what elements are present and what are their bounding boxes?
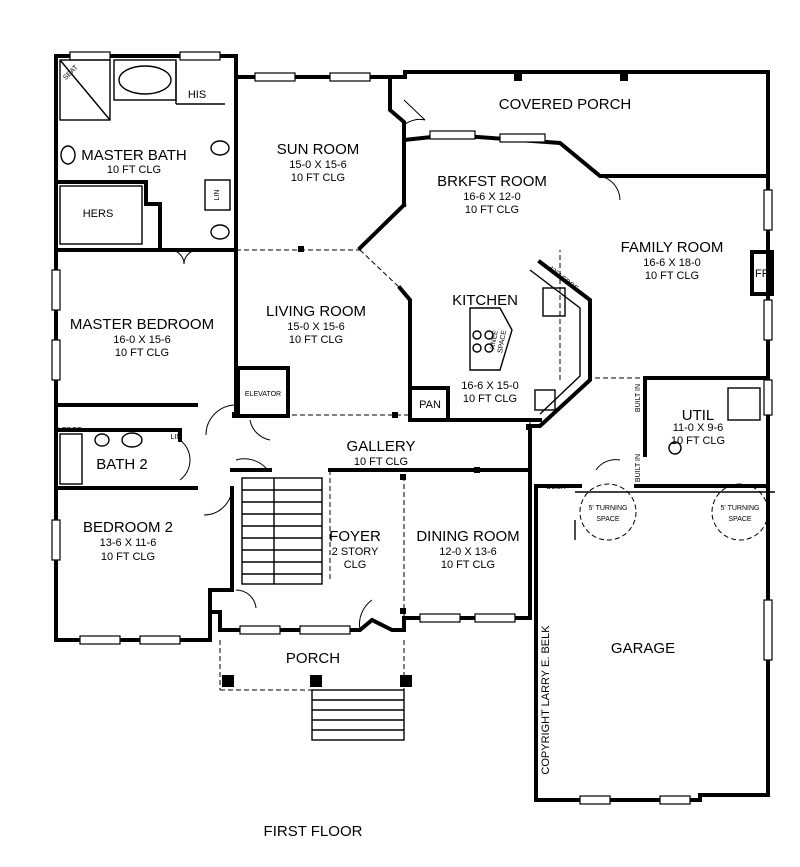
sun-room-name: SUN ROOM [277, 141, 360, 158]
fixtures [59, 59, 775, 541]
turning-2b-label: SPACE [728, 516, 752, 523]
bath-2-name: BATH 2 [96, 456, 147, 473]
ledge-label: LEDGE [58, 427, 82, 434]
gallery-name: GALLERY [347, 438, 416, 455]
windows [51, 51, 773, 805]
brkfst-room-name: BRKFST ROOM [437, 173, 547, 190]
kitchen-name: KITCHEN [452, 292, 518, 309]
built-in-2-label: BUILT IN [635, 454, 642, 482]
lin2-label: LIN [171, 434, 182, 441]
bedroom-2-clg: 10 FT CLG [101, 551, 155, 563]
stairs [241, 477, 323, 585]
util-dim: 11-0 X 9-6 [673, 422, 724, 434]
dining-room-name: DINING ROOM [416, 528, 519, 545]
porch-name: PORCH [286, 650, 340, 667]
foyer-name: FOYER [329, 528, 381, 545]
turning-1a-label: 5' TURNING [589, 505, 628, 512]
master-bath-name: MASTER BATH [81, 147, 187, 164]
family-room-dim: 16-6 X 18-0 [643, 257, 700, 269]
gallery-clg: 10 FT CLG [354, 456, 408, 468]
turning-2a-label: 5' TURNING [721, 505, 760, 512]
garage-name: GARAGE [611, 640, 675, 657]
doors [169, 99, 621, 631]
living-room-name: LIVING ROOM [266, 303, 366, 320]
master-bath-dim: 10 FT CLG [107, 164, 161, 176]
living-room-clg: 10 FT CLG [289, 334, 343, 346]
room-labels: MASTER BATH 10 FT CLG SUN ROOM 15-0 X 15… [70, 96, 725, 667]
his-label: HIS [188, 89, 206, 101]
util-clg: 10 FT CLG [671, 435, 725, 447]
dining-room-clg: 10 FT CLG [441, 559, 495, 571]
hers-label: HERS [83, 208, 114, 220]
bedroom-2-name: BEDROOM 2 [83, 519, 173, 536]
covered-porch-name: COVERED PORCH [499, 96, 632, 113]
living-room-dim: 15-0 X 15-6 [287, 321, 344, 333]
pan-label: PAN [419, 399, 441, 411]
family-room-name: FAMILY ROOM [621, 239, 724, 256]
built-in-1-label: BUILT IN [635, 384, 642, 412]
sun-room-dim: 15-0 X 15-6 [289, 159, 346, 171]
master-bedroom-clg: 10 FT CLG [115, 347, 169, 359]
sun-room-clg: 10 FT CLG [291, 172, 345, 184]
util-name: UTIL [682, 407, 715, 424]
bedroom-2-dim: 13-6 X 11-6 [100, 537, 157, 549]
interior-walls [54, 62, 770, 802]
family-room-clg: 10 FT CLG [645, 270, 699, 282]
elevator-label: ELEVATOR [245, 391, 281, 398]
master-bedroom-dim: 16-0 X 15-6 [113, 334, 170, 346]
foyer-story: 2 STORY [332, 546, 379, 558]
knee-label: KNEE [489, 329, 499, 349]
brkfst-room-dim: 16-6 X 12-0 [463, 191, 520, 203]
kitchen-clg: 10 FT CLG [463, 393, 517, 405]
turning-1b-label: SPACE [596, 516, 620, 523]
copyright-label: COPYRIGHT LARRY E. BELK [540, 625, 552, 775]
foyer-clg: CLG [344, 559, 367, 571]
space-label: SPACE [497, 329, 508, 353]
fp-label: FP [755, 268, 769, 280]
plan-title: FIRST FLOOR [264, 823, 363, 840]
master-bedroom-name: MASTER BEDROOM [70, 316, 214, 333]
porch-steps [311, 689, 405, 741]
kitchen-dim: 16-6 X 15-0 [461, 380, 518, 392]
lin-label: LIN [214, 190, 221, 201]
desk-label: DESK [546, 484, 565, 491]
dining-room-dim: 12-0 X 13-6 [439, 546, 496, 558]
brkfst-room-clg: 10 FT CLG [465, 204, 519, 216]
posts [222, 73, 628, 687]
